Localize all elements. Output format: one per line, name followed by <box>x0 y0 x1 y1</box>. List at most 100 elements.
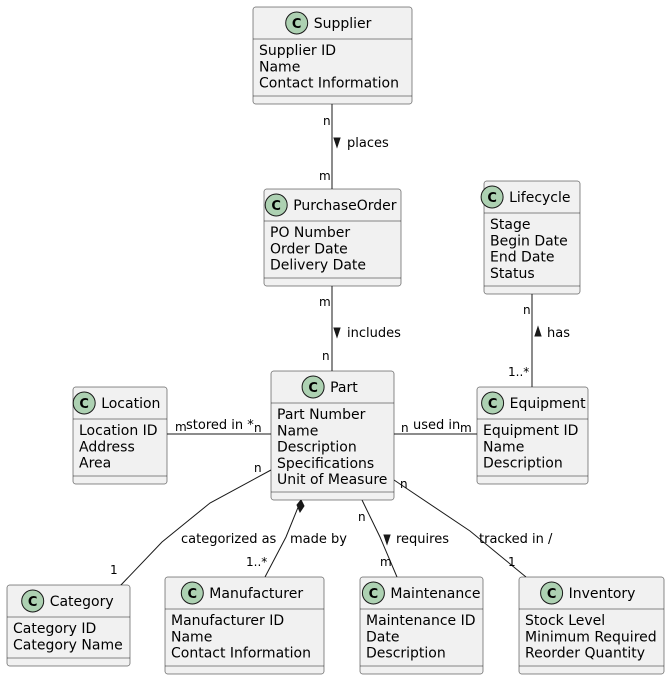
stored-in-label: stored in * <box>186 418 254 433</box>
class-stereotype-icon <box>361 581 385 605</box>
used-in-label: used in <box>413 418 460 433</box>
class-attribute: Begin Date <box>490 233 568 249</box>
class-stereotype-icon <box>285 11 309 35</box>
class-attribute: Supplier ID <box>259 43 336 59</box>
class-stereotype-letter: C <box>308 381 318 396</box>
class-stereotype-letter: C <box>271 199 281 214</box>
requires-mult-part: n <box>358 510 366 524</box>
class-name: Manufacturer <box>209 586 303 602</box>
includes-mult-purchase-order: m <box>319 295 331 309</box>
class-stereotype-icon <box>480 185 504 209</box>
class-stereotype-letter: C <box>369 587 379 602</box>
class-attribute: Address <box>79 439 135 455</box>
class-stereotype-letter: C <box>28 595 38 610</box>
stored-in-mult-location: m <box>175 420 187 434</box>
has-direction-arrow <box>534 325 542 337</box>
class-stereotype-letter: C <box>79 397 89 412</box>
class-name: Supplier <box>314 16 372 32</box>
tracked-in-mult-inventory: 1 <box>508 555 516 569</box>
class-attribute: Contact Information <box>171 646 311 662</box>
includes-mult-part: n <box>322 349 330 363</box>
tracked-in-mult-part: n <box>400 477 408 491</box>
categorized-as-label: categorized as <box>181 532 277 547</box>
class-attribute: Minimum Required <box>525 629 657 645</box>
class-attribute: Description <box>277 440 357 456</box>
class-name: Category <box>50 594 114 610</box>
stored-in-mult-part: n <box>254 421 262 435</box>
class-attribute: Date <box>366 629 399 645</box>
class-stereotype-letter: C <box>488 397 498 412</box>
requires-direction-arrow <box>383 534 391 546</box>
class-stereotype-letter: C <box>292 17 302 32</box>
class-stereotype-icon <box>301 375 325 399</box>
class-attribute: Reorder Quantity <box>525 646 645 662</box>
categorized-as-mult-part: n <box>254 461 262 475</box>
class-attribute: Name <box>171 629 212 645</box>
class-stereotype-icon <box>264 193 288 217</box>
class-name: Maintenance <box>390 586 480 602</box>
has-mult-lifecycle: n <box>523 303 531 317</box>
class-box <box>359 576 484 675</box>
class-stereotype-letter: C <box>547 587 557 602</box>
class-stereotype-icon <box>21 589 45 613</box>
class-attribute: Stage <box>490 217 530 233</box>
class-name: Part <box>330 380 358 396</box>
class-attribute: Unit of Measure <box>277 472 387 488</box>
class-attribute: Equipment ID <box>483 423 578 439</box>
class-attribute: Stock Level <box>525 613 605 629</box>
class-box <box>263 188 402 287</box>
categorized-as-mult-category: 1 <box>110 563 118 577</box>
requires-mult-maintenance: m <box>380 555 392 569</box>
places-direction-arrow <box>333 137 341 149</box>
class-stereotype-icon <box>481 391 505 415</box>
class-attribute: Manufacturer ID <box>171 613 284 629</box>
places-label: places <box>347 136 389 151</box>
class-attribute: Location ID <box>79 423 158 439</box>
made-by-mult-manufacturer: 1..* <box>246 555 267 569</box>
relation-requires-line <box>361 499 398 578</box>
relation-made-by-line <box>264 499 302 578</box>
includes-label: includes <box>347 326 401 341</box>
class-attribute: Part Number <box>277 407 366 423</box>
made-by-label: made by <box>290 532 347 547</box>
class-box <box>483 180 581 295</box>
class-stereotype-icon <box>540 581 564 605</box>
class-attribute: Maintenance ID <box>366 613 476 629</box>
has-label: has <box>547 326 570 341</box>
places-mult-purchase-order: m <box>319 169 331 183</box>
made-by-composition-diamond <box>296 499 305 514</box>
places-mult-supplier: n <box>323 114 331 128</box>
class-attribute: End Date <box>490 250 555 266</box>
class-box <box>164 576 325 675</box>
class-stereotype-letter: C <box>188 587 198 602</box>
class-attribute: PO Number <box>270 225 350 241</box>
relation-categorized-as-line <box>119 469 272 587</box>
requires-label: requires <box>396 532 449 547</box>
class-attribute: Specifications <box>277 456 374 472</box>
class-attribute: Description <box>483 456 563 472</box>
class-stereotype-letter: C <box>487 191 497 206</box>
class-attribute: Contact Information <box>259 76 399 92</box>
class-name: Lifecycle <box>509 190 570 206</box>
class-attribute: Name <box>483 439 524 455</box>
class-box <box>72 386 168 485</box>
class-attribute: Category ID <box>13 621 96 637</box>
class-attribute: Name <box>259 59 300 75</box>
class-stereotype-icon <box>180 581 204 605</box>
class-name: Inventory <box>569 586 636 602</box>
used-in-mult-equipment: m <box>460 421 472 435</box>
class-attribute: Category Name <box>13 637 123 653</box>
relation-tracked-in-line <box>393 479 527 578</box>
